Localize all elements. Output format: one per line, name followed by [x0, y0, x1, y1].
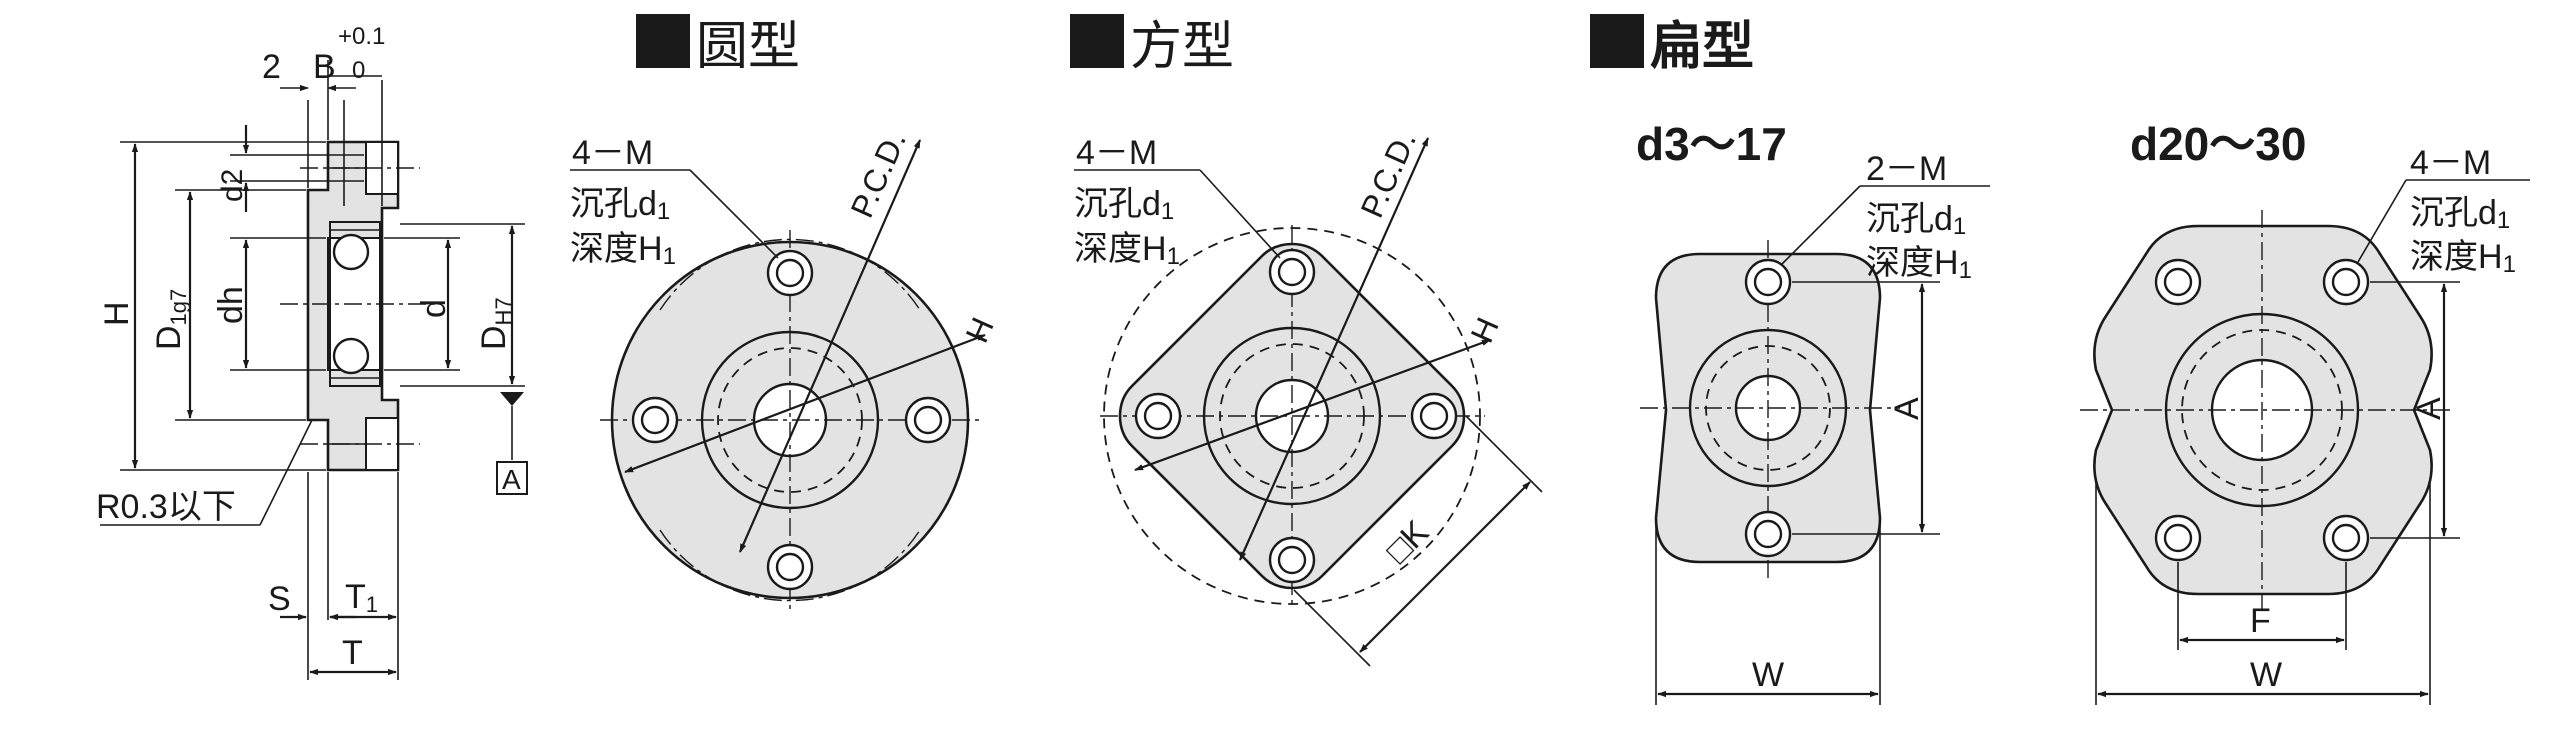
- dim-dh-label: dh: [212, 286, 250, 324]
- dim-W-label: W: [2250, 656, 2282, 694]
- flat-small-flange-view: A W 2－M 沉孔d1 深度H1: [1640, 150, 1990, 705]
- radius-note: R0.3以下: [96, 488, 236, 526]
- bearing-ball-top: [332, 233, 370, 271]
- dim-K-label: □K: [1379, 513, 1437, 571]
- counterbore-note: 沉孔d1: [1866, 200, 1966, 240]
- dim-W-label: W: [1752, 656, 1784, 694]
- square-bullet-icon: [1070, 14, 1124, 68]
- square-flange-view: P.C.D. H □K 4－M 沉孔d1 深度H1: [1074, 126, 1543, 667]
- datum-box: [496, 461, 528, 495]
- side-section-view: 2 B +0.1 0 H D1g7 dh d2 d DH7: [96, 23, 528, 680]
- section-title-text: 圆型: [696, 16, 801, 77]
- section-title-text: 方型: [1130, 16, 1235, 77]
- dim-B-label: B: [313, 48, 336, 86]
- dim-d2-label: d2: [216, 169, 249, 202]
- datum-label: A: [502, 464, 521, 495]
- flat-small-range-label: d3～17: [1636, 118, 1787, 170]
- dim-F-label: F: [2250, 602, 2271, 640]
- dim-S-label: S: [268, 580, 291, 618]
- depth-note: 深度H1: [1866, 244, 1972, 284]
- dim-2-label: 2: [262, 48, 281, 86]
- counterbore-note: 沉孔d1: [1074, 185, 1174, 225]
- dim-T-label: T: [342, 634, 363, 672]
- hole-count-note: 4－M: [572, 134, 653, 172]
- dim-D1-label: D1g7: [150, 289, 191, 350]
- pcd-label: P.C.D.: [844, 126, 914, 223]
- counterbore-note: 沉孔d1: [570, 185, 670, 225]
- tolerance-upper: +0.1: [338, 23, 385, 50]
- depth-note: 深度H1: [570, 230, 676, 270]
- dim-H-label: H: [1464, 312, 1506, 348]
- dim-DH7-label: DH7: [475, 297, 516, 350]
- section-title-text: 扁型: [1650, 16, 1755, 77]
- dim-T1-label: T1: [345, 578, 378, 617]
- counterbore-note: 沉孔d1: [2410, 194, 2510, 234]
- flat-large-flange-view: A F W 4－M 沉孔d1 深度H1: [2080, 144, 2530, 705]
- square-bullet-icon: [1590, 14, 1644, 68]
- square-bullet-icon: [636, 14, 690, 68]
- tolerance-lower: 0: [352, 57, 365, 84]
- section-title-round: 圆型: [636, 6, 801, 77]
- section-title-square: 方型: [1070, 6, 1235, 77]
- depth-note: 深度H1: [1074, 230, 1180, 270]
- section-title-flat: 扁型: [1590, 6, 1755, 77]
- datum-triangle-icon: [500, 392, 524, 406]
- dim-d-label: d: [415, 299, 453, 318]
- dim-A-label: A: [2410, 397, 2448, 420]
- flat-large-range-label: d20～30: [2130, 118, 2307, 170]
- hole-count-note: 2－M: [1866, 150, 1947, 188]
- dim-A-label: A: [1888, 397, 1926, 420]
- hole-count-note: 4－M: [2410, 144, 2491, 182]
- depth-note: 深度H1: [2410, 238, 2516, 278]
- hole-count-note: 4－M: [1076, 134, 1157, 172]
- round-flange-view: P.C.D. H 4－M 沉孔d1 深度H1: [570, 126, 1001, 610]
- mounting-hole: [1744, 258, 1792, 558]
- bearing-ball-bottom: [332, 337, 370, 375]
- mounting-hole: [2154, 258, 2370, 562]
- dim-H-label: H: [98, 301, 136, 326]
